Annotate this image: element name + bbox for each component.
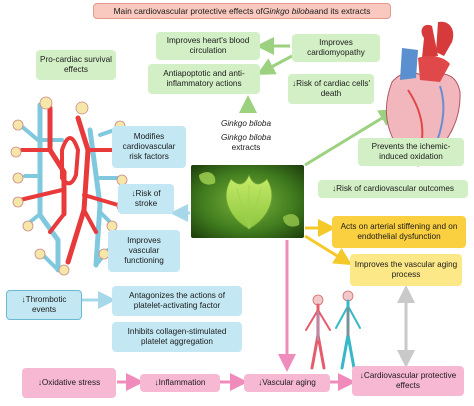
box-risk-of-stroke: ↓Risk of stroke <box>118 184 174 214</box>
diagram-title: Main cardiovascular protective effects o… <box>93 3 391 19</box>
box-ischemic-oxidation: Prevents the ichemic-induced oxidation <box>358 138 464 166</box>
ginkgo-leaf-photo <box>191 165 304 238</box>
box-vascular-aging-process: Improves the vascular aging process <box>350 254 462 286</box>
box-vascular-aging: ↓Vascular aging <box>244 374 330 392</box>
box-improves-heart-blood: Improves heart's blood circulation <box>156 32 260 60</box>
box-improves-cardiomyopathy: Improves cardiomyopathy <box>292 34 380 62</box>
title-italic: Ginkgo biloba <box>262 5 315 16</box>
box-arterial-stiffening: Acts on arterial stiffening and on endot… <box>332 216 466 248</box>
box-modifies-risk-factors: Modifies cardiovascular risk factors <box>112 126 186 168</box>
box-cardiovascular-outcomes: ↓Risk of cardiovascular outcomes <box>318 180 468 198</box>
box-pro-cardiac-survival: Pro-cardiac survival effects <box>36 50 116 80</box>
female-figure <box>305 294 331 370</box>
arrow-center-to-aging-process <box>304 234 353 266</box>
arrow-center-to-heart <box>304 108 398 167</box>
title-suffix: and its extracts <box>314 5 371 16</box>
box-collagen-platelet: Inhibits collagen-stimulated platelet ag… <box>112 322 242 352</box>
box-platelet-activating-factor: Antagonizes the actions of platelet-acti… <box>112 286 242 316</box>
center-line2: Ginkgo biloba <box>220 133 272 142</box>
box-cardiovascular-protective: ↓Cardiovascular protective effects <box>352 366 464 396</box>
box-improves-vascular-functioning: Improves vascular functioning <box>108 230 180 272</box>
male-figure <box>335 290 361 370</box>
center-line1: Ginkgo biloba <box>220 119 272 128</box>
center-ginkgo-label: Ginkgo biloba Ginkgo biloba extracts <box>196 112 296 160</box>
box-antiapoptotic: Antiapoptotic and anti-inflammatory acti… <box>148 64 260 94</box>
arrow-cardiomyopathy-to-antiapoptotic <box>256 54 293 75</box>
box-inflammation: ↓Inflammation <box>140 374 220 392</box>
box-cardiac-death: ↓Risk of cardiac cells' death <box>288 74 374 104</box>
box-thrombotic-events: ↓Thrombotic events <box>6 290 82 320</box>
box-oxidative-stress: ↓Oxidative stress <box>22 368 116 398</box>
title-prefix: Main cardiovascular protective effects o… <box>113 5 263 16</box>
center-line3: extracts <box>231 143 261 152</box>
